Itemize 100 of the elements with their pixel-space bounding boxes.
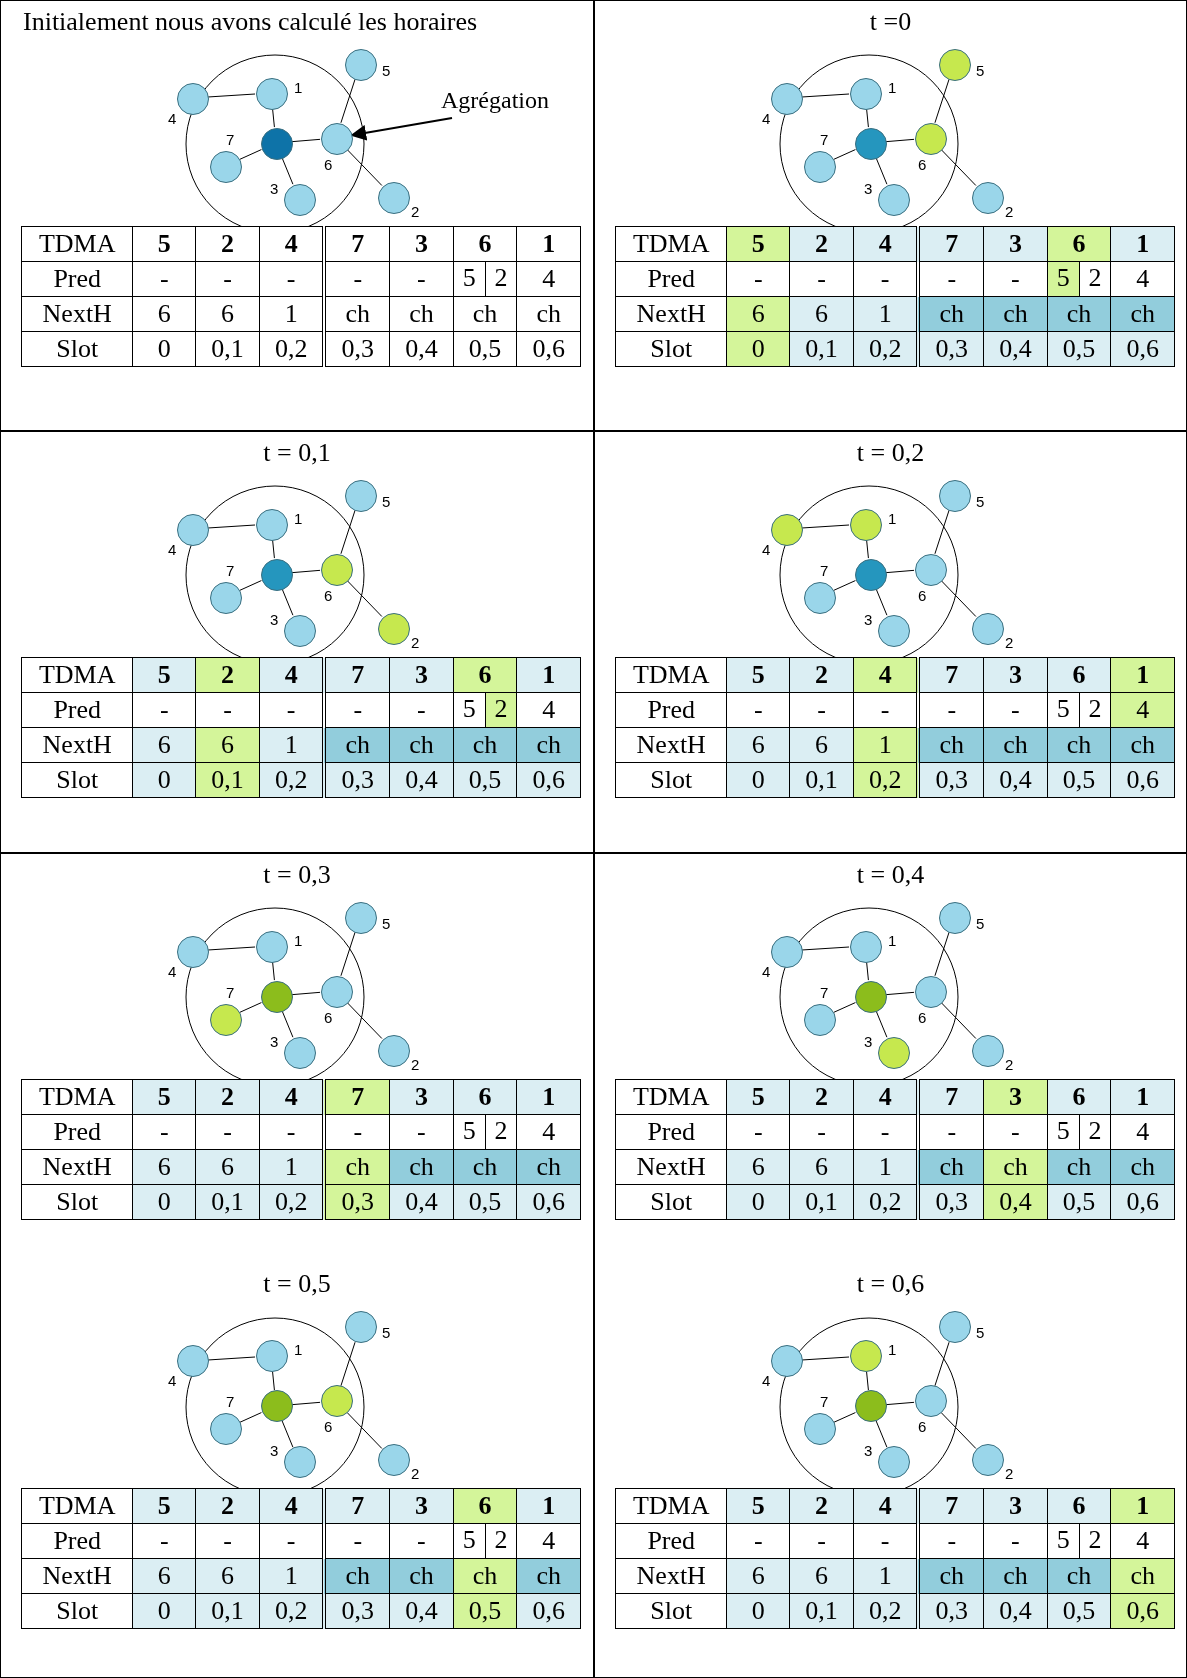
- table-cell: 0,5: [453, 1593, 517, 1629]
- network-node: [878, 184, 910, 216]
- table-cell: 0,3: [918, 1593, 984, 1629]
- row-header: TDMA: [615, 226, 727, 262]
- row-header: Slot: [21, 762, 133, 798]
- table-cell: ch: [1110, 1149, 1175, 1185]
- table-cell: 0,5: [1047, 1184, 1111, 1220]
- table-cell: 6: [726, 1149, 790, 1185]
- row-header: Pred: [21, 1114, 133, 1150]
- row-header: NextH: [615, 1558, 727, 1594]
- table-cell: -: [983, 1114, 1048, 1150]
- link-line: [801, 1356, 850, 1361]
- link-line: [833, 1412, 856, 1423]
- table-cell: 0,3: [324, 1184, 390, 1220]
- table-cell: 0,1: [195, 1593, 260, 1629]
- node-number: 4: [168, 111, 177, 127]
- link-line: [207, 524, 256, 529]
- table-cell: 0,3: [324, 762, 390, 798]
- link-line: [346, 1412, 383, 1449]
- node-number: 5: [976, 63, 985, 79]
- table-cell: 6: [132, 1558, 196, 1594]
- node-number: 3: [270, 1443, 279, 1459]
- table-cell: 5: [1047, 262, 1080, 296]
- network-node: [855, 981, 887, 1013]
- node-number: 5: [976, 916, 985, 932]
- row-header: Slot: [21, 1184, 133, 1220]
- table-cell: 4: [516, 261, 581, 297]
- node-number: 5: [976, 1325, 985, 1341]
- node-number: 2: [411, 1057, 420, 1073]
- table-cell: 4: [516, 1114, 581, 1150]
- link-line: [291, 991, 321, 996]
- table-cell: 0,4: [389, 1184, 454, 1220]
- table-cell: -: [195, 692, 260, 728]
- table-cell: 0: [132, 762, 196, 798]
- link-line: [239, 1002, 262, 1013]
- table-cell: 3: [389, 1488, 454, 1524]
- node-number: 3: [864, 1034, 873, 1050]
- node-number: 1: [888, 933, 897, 949]
- table-cell: 6: [132, 1149, 196, 1185]
- link-line: [291, 569, 321, 574]
- node-number: 6: [324, 1419, 333, 1435]
- network-node: [972, 1444, 1004, 1476]
- table-cell: 0,1: [195, 762, 260, 798]
- link-line: [833, 580, 856, 591]
- table-cell: 0,4: [983, 1184, 1048, 1220]
- table-cell: ch: [324, 727, 390, 763]
- table-cell: 0,5: [453, 331, 517, 367]
- table-cell: 7: [324, 657, 390, 693]
- table-cell: 3: [389, 657, 454, 693]
- table-cell: 0,3: [918, 331, 984, 367]
- node-number: 2: [411, 635, 420, 651]
- table-cell: -: [853, 1523, 919, 1559]
- table-cell: 1: [516, 1488, 581, 1524]
- table-cell: 1: [259, 727, 325, 763]
- node-number: 6: [324, 157, 333, 173]
- table-cell: -: [853, 261, 919, 297]
- network-node: [850, 78, 882, 110]
- network-node: [284, 1037, 316, 1069]
- node-number: 1: [888, 80, 897, 96]
- table-cell: ch: [453, 296, 517, 332]
- table-cell: 5: [726, 1488, 790, 1524]
- table-cell: 2: [195, 226, 260, 262]
- link-line: [272, 539, 275, 559]
- table-cell: 3: [983, 226, 1048, 262]
- table-cell: 4: [1110, 692, 1175, 728]
- row-header: Slot: [615, 1184, 727, 1220]
- table-cell: 4: [259, 226, 325, 262]
- table-cell: -: [918, 261, 984, 297]
- table-cell: 2: [789, 1079, 854, 1115]
- table-cell: 6: [789, 727, 854, 763]
- network-node: [915, 123, 947, 155]
- node-number: 7: [226, 1394, 235, 1410]
- row-header: TDMA: [615, 1488, 727, 1524]
- network-node: [378, 613, 410, 645]
- link-line: [207, 93, 256, 98]
- table-cell: 5: [132, 1079, 196, 1115]
- link-line: [281, 1010, 294, 1038]
- network-node: [804, 151, 836, 183]
- table-cell: 4: [1110, 261, 1175, 297]
- table-cell: 6: [789, 1149, 854, 1185]
- table-cell: 1: [1110, 226, 1175, 262]
- table-cell: 7: [918, 657, 984, 693]
- row-header: Pred: [615, 1523, 727, 1559]
- table-cell: 7: [324, 1488, 390, 1524]
- table-cell: -: [389, 692, 454, 728]
- link-line: [940, 1002, 977, 1039]
- table-cell: 0,1: [789, 1184, 854, 1220]
- table-cell: -: [726, 1523, 790, 1559]
- link-line: [940, 149, 977, 186]
- table-cell: 3: [389, 1079, 454, 1115]
- network-node: [321, 1385, 353, 1417]
- table-cell: 6: [132, 296, 196, 332]
- table-cell: 0,2: [259, 1593, 325, 1629]
- node-number: 7: [226, 132, 235, 148]
- node-number: 2: [1005, 204, 1014, 220]
- network-node: [939, 902, 971, 934]
- table-cell: 6: [1047, 657, 1111, 693]
- node-number: 7: [820, 985, 829, 1001]
- table-cell: 0: [726, 762, 790, 798]
- row-header: NextH: [615, 727, 727, 763]
